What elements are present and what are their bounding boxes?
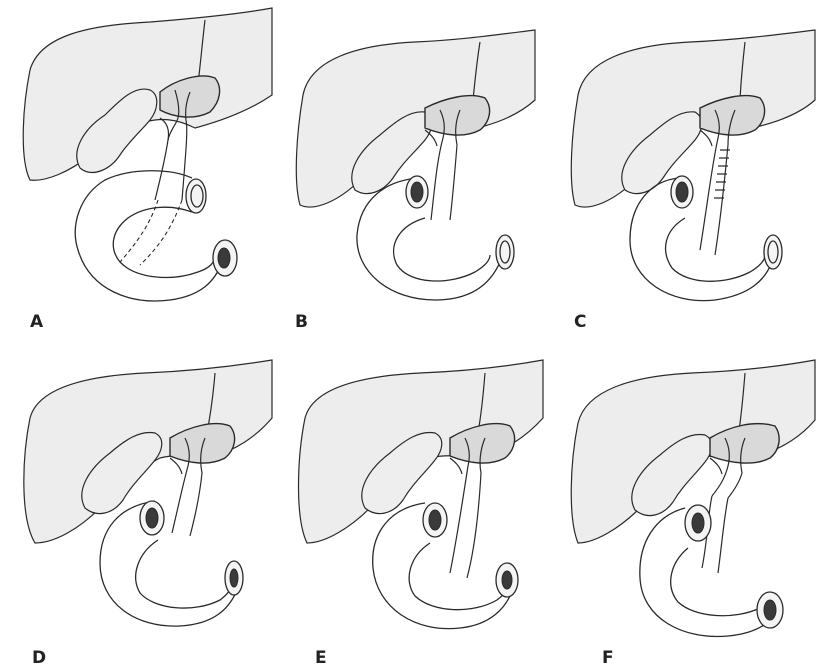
panel-label-e: E: [315, 648, 327, 668]
panel-label-f: F: [602, 648, 614, 668]
duodenum: [373, 503, 518, 629]
panel-a-drawing: [10, 0, 270, 330]
panel-label-b: B: [295, 312, 308, 332]
duodenum: [640, 505, 783, 636]
panel-label-d: D: [32, 648, 46, 668]
panel-e: E: [285, 338, 545, 668]
panel-d-drawing: [10, 338, 270, 668]
duodenum: [357, 176, 514, 300]
panel-a: A: [10, 0, 270, 330]
panel-d: D: [10, 338, 270, 668]
panel-b: B: [285, 0, 545, 330]
panel-f: F: [560, 338, 820, 668]
panel-f-drawing: [560, 338, 820, 668]
panel-label-c: C: [574, 312, 586, 332]
panel-e-drawing: [285, 338, 545, 668]
panel-c: C: [560, 0, 820, 330]
panel-c-drawing: [560, 0, 820, 330]
duodenum: [630, 176, 782, 301]
duodenum: [75, 171, 237, 301]
panel-b-drawing: [285, 0, 545, 330]
panel-label-a: A: [30, 312, 43, 332]
duodenum: [100, 501, 243, 626]
